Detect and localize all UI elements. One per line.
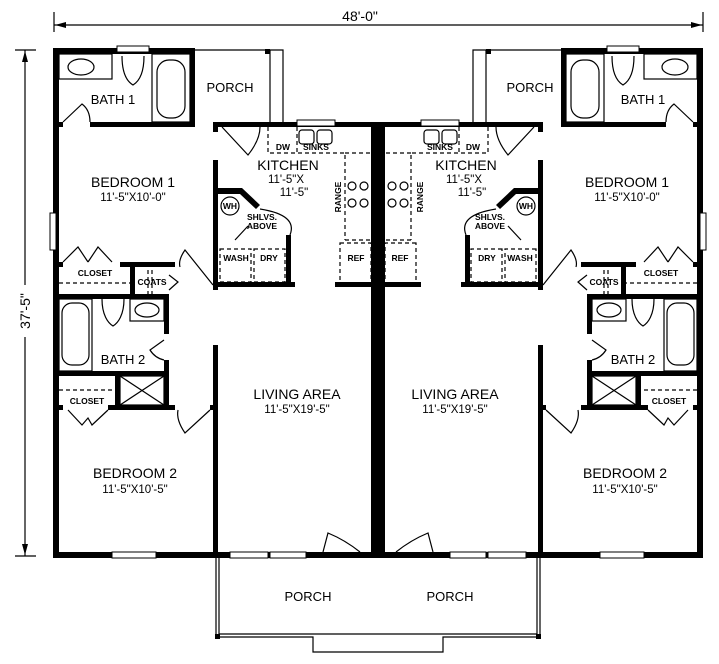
depth-dimension-label: 37'-5" — [17, 293, 33, 329]
unit-left-labels: BATH 1 PORCH BEDROOM 1 11'-5"X10'-0" KIT… — [70, 80, 365, 604]
ref-label: REF — [392, 253, 409, 263]
dishwasher-label: DW — [276, 142, 291, 152]
unit-right-labels: BATH 1 PORCH BEDROOM 1 11'-5"X10'-0" KIT… — [392, 80, 688, 604]
bedroom2-size: 11'-5"X10'-5" — [102, 484, 167, 496]
sinks-label: SINKS — [427, 142, 453, 152]
width-dimension: 48'-0" — [53, 8, 704, 32]
bath1-label: BATH 1 — [621, 92, 666, 107]
shelves-label-1: SHLVS. — [247, 212, 277, 222]
bedroom1-label: BEDROOM 1 — [585, 174, 669, 190]
bedroom1-size: 11'-5"X10'-0" — [594, 192, 659, 204]
kitchen-size-2: 11'-5" — [280, 187, 308, 199]
kitchen-label: KITCHEN — [257, 157, 318, 173]
range-label: RANGE — [333, 181, 343, 212]
ref-label: REF — [348, 253, 365, 263]
wash-label: WASH — [507, 253, 533, 263]
living-area-label: LIVING AREA — [253, 386, 341, 402]
bedroom2-label: BEDROOM 2 — [583, 465, 667, 481]
bath2-label: BATH 2 — [101, 352, 146, 367]
bedroom2-size: 11'-5"X10'-5" — [592, 484, 657, 496]
water-heater-label: WH — [223, 201, 237, 211]
width-dimension-label: 48'-0" — [342, 8, 378, 24]
closet2-label: CLOSET — [70, 396, 105, 406]
coats-label: COATS — [137, 277, 166, 287]
rear-porch-label: PORCH — [507, 80, 554, 95]
kitchen-size-1: 11'-5"X — [268, 174, 304, 186]
living-area-label: LIVING AREA — [411, 386, 499, 402]
sinks-label: SINKS — [303, 142, 329, 152]
closet2-label: CLOSET — [652, 396, 687, 406]
closet1-label: CLOSET — [78, 268, 113, 278]
bedroom1-label: BEDROOM 1 — [91, 174, 175, 190]
rear-porch-label: PORCH — [207, 80, 254, 95]
depth-dimension: 37'-5" — [14, 49, 36, 557]
range-label: RANGE — [415, 181, 425, 212]
front-porch-label: PORCH — [427, 589, 474, 604]
kitchen-label: KITCHEN — [435, 157, 496, 173]
bedroom1-size: 11'-5"X10'-0" — [100, 192, 165, 204]
bath2-label: BATH 2 — [611, 352, 656, 367]
kitchen-size-1: 11'-5"X — [446, 174, 482, 186]
shelves-label-2: ABOVE — [247, 221, 278, 231]
kitchen-size-2: 11'-5" — [458, 187, 486, 199]
dry-label: DRY — [478, 253, 496, 263]
unit-left — [49, 45, 379, 653]
dishwasher-label: DW — [466, 142, 481, 152]
closet1-label: CLOSET — [644, 268, 679, 278]
unit-right — [377, 45, 707, 653]
living-area-size: 11'-5"X19'-5" — [264, 404, 329, 416]
water-heater-label: WH — [519, 201, 533, 211]
shelves-label-1: SHLVS. — [475, 212, 505, 222]
bath1-label: BATH 1 — [91, 92, 136, 107]
bedroom2-label: BEDROOM 2 — [93, 465, 177, 481]
coats-label: COATS — [589, 277, 618, 287]
dry-label: DRY — [260, 253, 278, 263]
wash-label: WASH — [223, 253, 249, 263]
living-area-size: 11'-5"X19'-5" — [422, 404, 487, 416]
shelves-label-2: ABOVE — [475, 221, 506, 231]
front-porch-label: PORCH — [285, 589, 332, 604]
